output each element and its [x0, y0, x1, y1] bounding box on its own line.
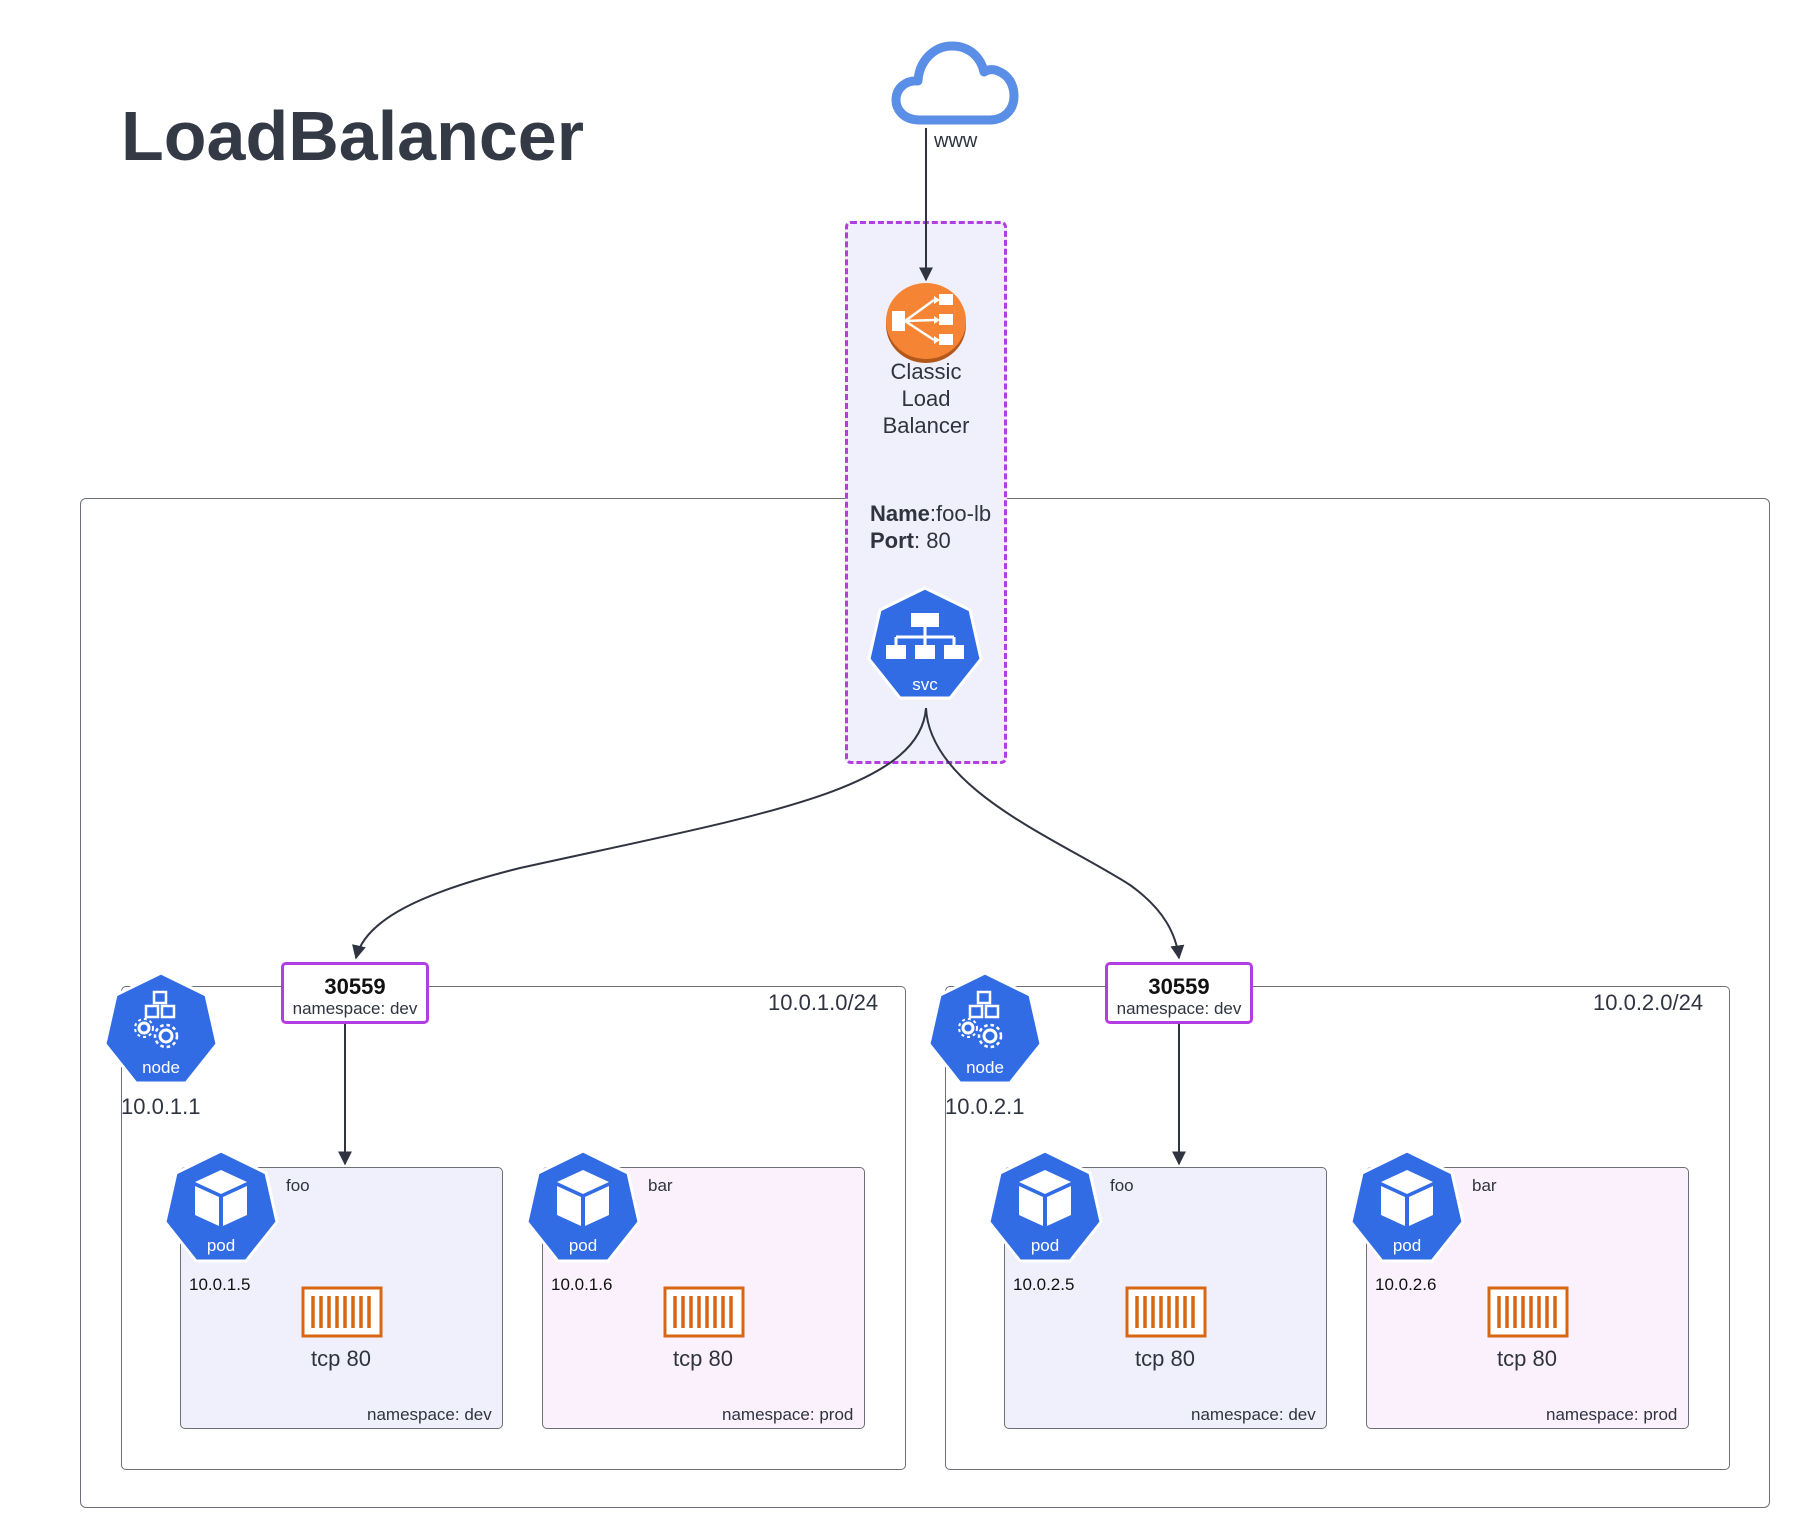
service-name-key: Name	[870, 501, 930, 526]
node-ip-2: 10.0.2.1	[945, 1094, 1025, 1119]
elb-icon	[886, 283, 966, 363]
pod-name-foo-2: foo	[1110, 1176, 1134, 1195]
load-balancer-label-line-1: Classic	[890, 359, 962, 384]
service-name-value: :foo-lb	[929, 501, 992, 526]
pod-name-foo-1: foo	[286, 1176, 310, 1195]
nodeport-number-1: 30559	[324, 974, 386, 999]
node-icon-label-1: node	[142, 1058, 180, 1077]
pod-namespace-bar-2: namespace: prod	[1546, 1405, 1678, 1424]
node-ip-1: 10.0.1.1	[121, 1094, 201, 1119]
connector-svc-to-node1	[352, 707, 927, 960]
pod-ip-foo-1: 10.0.1.5	[189, 1275, 251, 1294]
pod-ip-bar-1: 10.0.1.6	[551, 1275, 613, 1294]
pod-icon-label-bar-1: pod	[568, 1236, 598, 1255]
pod-icon-label-foo-2: pod	[1030, 1236, 1060, 1255]
load-balancer-label-line-2: Load	[901, 386, 951, 411]
pod-namespace-foo-2: namespace: dev	[1191, 1405, 1316, 1424]
service-meta: Name:foo-lb Port: 80	[870, 500, 991, 554]
node-icon-2: node	[926, 970, 1044, 1088]
nodeport-box-1: 30559 namespace: dev	[281, 962, 429, 1024]
pod-icon-foo-2: pod	[986, 1148, 1104, 1266]
pod-ip-bar-2: 10.0.2.6	[1375, 1275, 1437, 1294]
connector-svc-to-node2	[925, 707, 1185, 960]
load-balancer-label-line-3: Balancer	[882, 413, 970, 438]
pod-icon-bar-1: pod	[524, 1148, 642, 1266]
nodeport-namespace-1: namespace: dev	[292, 999, 418, 1018]
pod-namespace-bar-1: namespace: prod	[722, 1405, 854, 1424]
container-icon-bar-1	[663, 1286, 745, 1338]
service-name-row: Name:foo-lb	[870, 500, 991, 527]
pod-icon-label-foo-1: pod	[206, 1236, 236, 1255]
svc-icon-label: svc	[912, 675, 938, 694]
container-icon-foo-2	[1125, 1286, 1207, 1338]
page-title: LoadBalancer	[121, 97, 584, 175]
pod-port-foo-1: tcp 80	[311, 1346, 371, 1371]
pod-port-bar-2: tcp 80	[1497, 1346, 1557, 1371]
subnet-cidr-1: 10.0.1.0/24	[768, 990, 879, 1015]
pod-icon-bar-2: pod	[1348, 1148, 1466, 1266]
container-icon-foo-1	[301, 1286, 383, 1338]
service-port-row: Port: 80	[870, 527, 991, 554]
svc-icon: svc	[866, 585, 984, 703]
service-port-key: Port	[870, 528, 914, 553]
load-balancer-label: Classic Load Balancer	[845, 358, 1007, 439]
pod-namespace-foo-1: namespace: dev	[367, 1405, 492, 1424]
nodeport-namespace-2: namespace: dev	[1116, 999, 1242, 1018]
pod-icon-foo-1: pod	[162, 1148, 280, 1266]
node-icon-label-2: node	[966, 1058, 1004, 1077]
pod-port-foo-2: tcp 80	[1135, 1346, 1195, 1371]
subnet-box-2	[945, 986, 1730, 1470]
pod-port-bar-1: tcp 80	[673, 1346, 733, 1371]
www-label: www	[934, 130, 978, 152]
pod-icon-label-bar-2: pod	[1392, 1236, 1422, 1255]
container-icon-bar-2	[1487, 1286, 1569, 1338]
pod-name-bar-2: bar	[1472, 1176, 1497, 1195]
node-icon-1: node	[102, 970, 220, 1088]
subnet-box-1	[121, 986, 906, 1470]
subnet-cidr-2: 10.0.2.0/24	[1593, 990, 1704, 1015]
pod-name-bar-1: bar	[648, 1176, 673, 1195]
cloud-icon	[891, 41, 1019, 125]
nodeport-number-2: 30559	[1148, 974, 1210, 999]
service-port-value: : 80	[914, 528, 951, 553]
pod-ip-foo-2: 10.0.2.5	[1013, 1275, 1075, 1294]
nodeport-box-2: 30559 namespace: dev	[1105, 962, 1253, 1024]
